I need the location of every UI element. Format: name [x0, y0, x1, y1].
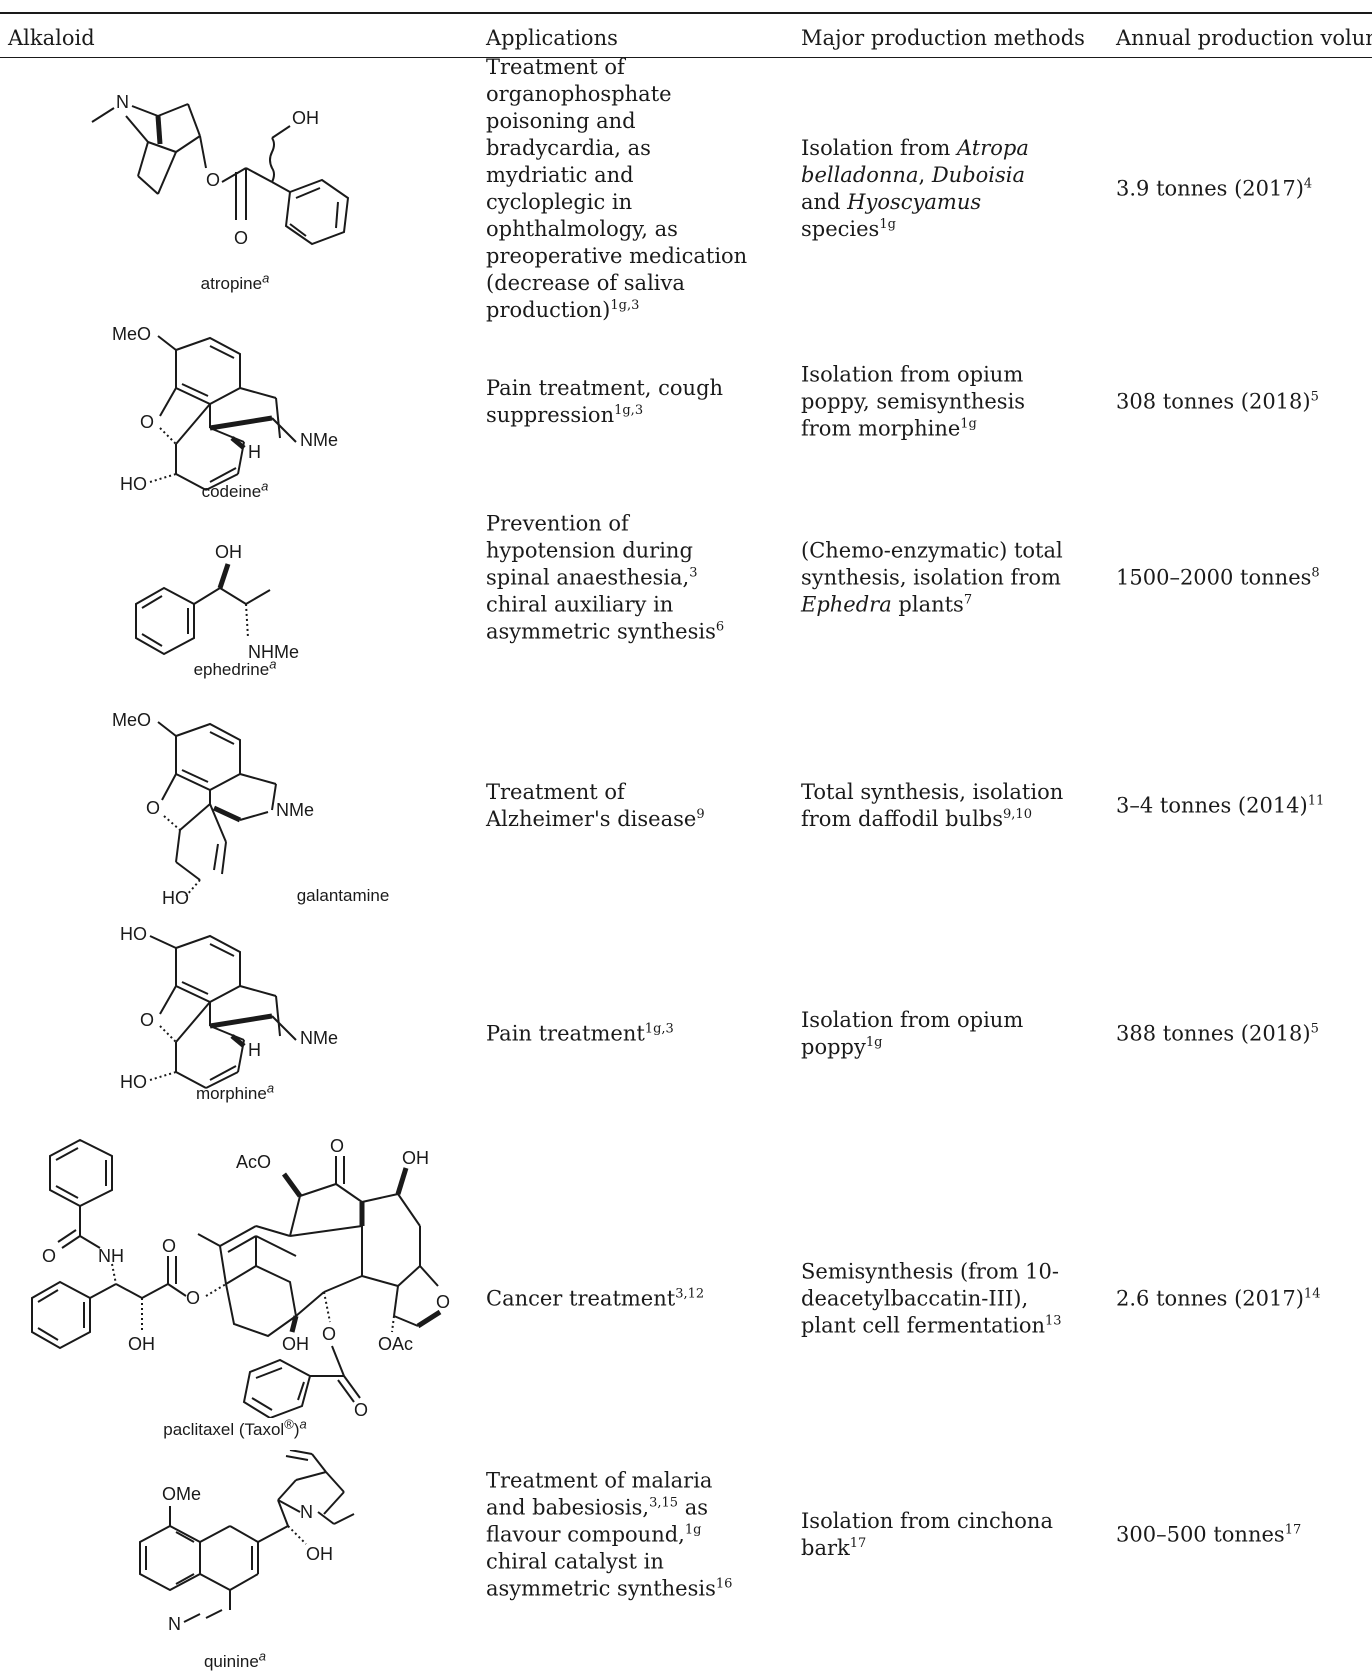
svg-text:O: O [354, 1400, 368, 1418]
svg-text:NH: NH [98, 1246, 124, 1266]
table-top-rule [0, 12, 1372, 14]
paclitaxel-structure-svg: O NH OH O O [31, 1136, 450, 1418]
svg-text:O: O [436, 1292, 450, 1312]
quinine-structure: OMe N OH N [0, 1450, 470, 1675]
methods-ephedrine: (Chemo-enzymatic) total synthesis, isola… [801, 538, 1063, 617]
svg-text:O: O [330, 1136, 344, 1156]
svg-text:NMe: NMe [300, 1028, 338, 1048]
table-row-paclitaxel: O NH OH O O [0, 1136, 1372, 1446]
svg-text:OH: OH [282, 1334, 309, 1354]
svg-text:OH: OH [215, 542, 242, 562]
table-row-ephedrine: OH NHMe ephedrinea Prevention of hypoten… [0, 512, 1372, 700]
applications-quinine: Treatment of malaria and babesiosis,3,15… [486, 1468, 733, 1601]
header-volume: Annual production volume [1116, 26, 1372, 50]
svg-text:OH: OH [128, 1334, 155, 1354]
galantamine-structure: MeO O NMe HO galantamine [0, 704, 470, 912]
methods-morphine: Isolation from opium poppy1g [801, 1008, 1024, 1059]
applications-atropine: Treatment of organophosphate poisoning a… [486, 55, 748, 322]
table-row-galantamine: MeO O NMe HO galantamine Treatment of Al… [0, 704, 1372, 912]
applications-morphine: Pain treatment1g,3 [486, 1021, 674, 1046]
svg-text:O: O [140, 412, 154, 432]
svg-text:H: H [248, 442, 261, 462]
volume-galantamine: 3–4 tonnes (2014)11 [1116, 793, 1325, 818]
methods-atropine: Isolation from Atropa belladonna, Dubois… [801, 136, 1029, 241]
svg-text:O: O [146, 798, 160, 818]
volume-morphine: 388 tonnes (2018)5 [1116, 1021, 1319, 1046]
svg-text:O: O [140, 1010, 154, 1030]
codeine-structure-svg: MeO O NMe H HO [112, 324, 338, 494]
compound-name-ephedrine: ephedrinea [193, 656, 277, 679]
applications-ephedrine: Prevention of hypotension during spinal … [486, 511, 725, 644]
compound-name-morphine: morphinea [195, 1080, 275, 1103]
compound-name-atropine: atropinea [200, 270, 270, 293]
svg-text:HO: HO [120, 474, 147, 494]
svg-text:OMe: OMe [162, 1484, 201, 1504]
compound-name-codeine: codeinea [201, 478, 269, 501]
svg-text:AcO: AcO [236, 1152, 271, 1172]
svg-text:HO: HO [162, 888, 189, 908]
volume-ephedrine: 1500–2000 tonnes8 [1116, 565, 1320, 590]
svg-text:N: N [168, 1614, 181, 1634]
applications-galantamine: Treatment of Alzheimer's disease9 [486, 780, 705, 831]
header-applications: Applications [486, 26, 618, 50]
methods-paclitaxel: Semisynthesis (from 10-deacetylbaccatin-… [801, 1259, 1062, 1338]
svg-text:H: H [248, 1040, 261, 1060]
svg-text:OH: OH [306, 1544, 333, 1564]
applications-paclitaxel: Cancer treatment3,12 [486, 1286, 705, 1311]
atropine-structure: N O O OH atr [0, 64, 470, 314]
galantamine-structure-svg: MeO O NMe HO [112, 710, 314, 908]
methods-codeine: Isolation from opium poppy, semisynthesi… [801, 362, 1026, 441]
svg-text:MeO: MeO [112, 324, 151, 344]
table-row-atropine: N O O OH atr [0, 55, 1372, 322]
svg-text:O: O [206, 170, 220, 190]
applications-codeine: Pain treatment, cough suppression1g,3 [486, 376, 724, 427]
svg-text:N: N [116, 92, 129, 112]
header-methods: Major production methods [801, 26, 1085, 50]
volume-atropine: 3.9 tonnes (2017)4 [1116, 176, 1313, 201]
svg-text:O: O [42, 1246, 56, 1266]
table-row-codeine: MeO O NMe H HO codeinea [0, 318, 1372, 530]
svg-text:O: O [162, 1236, 176, 1256]
svg-text:NMe: NMe [276, 800, 314, 820]
svg-text:OH: OH [402, 1148, 429, 1168]
svg-text:MeO: MeO [112, 710, 151, 730]
svg-text:O: O [186, 1288, 200, 1308]
volume-paclitaxel: 2.6 tonnes (2017)14 [1116, 1286, 1321, 1311]
volume-codeine: 308 tonnes (2018)5 [1116, 389, 1319, 414]
svg-text:N: N [300, 1502, 313, 1522]
table-row-morphine: HO O NMe H HO morphinea [0, 916, 1372, 1130]
compound-name-paclitaxel: paclitaxel (Taxol®)a [163, 1416, 307, 1439]
table-row-quinine: OMe N OH N [0, 1450, 1372, 1675]
svg-text:HO: HO [120, 1072, 147, 1092]
svg-text:OH: OH [292, 108, 319, 128]
compound-name-galantamine: galantamine [296, 886, 390, 905]
methods-galantamine: Total synthesis, isolation from daffodil… [801, 780, 1064, 831]
ephedrine-structure: OH NHMe ephedrinea [0, 534, 470, 700]
morphine-structure-svg: HO O NMe H HO [120, 924, 338, 1092]
svg-text:O: O [322, 1324, 336, 1344]
paclitaxel-structure: O NH OH O O [0, 1136, 470, 1446]
header-alkaloid: Alkaloid [8, 26, 95, 50]
svg-text:O: O [234, 228, 248, 248]
compound-name-quinine: quininea [203, 1648, 267, 1671]
quinine-structure-svg: OMe N OH N [139, 1450, 355, 1634]
morphine-structure: HO O NMe H HO morphinea [0, 916, 470, 1130]
methods-quinine: Isolation from cinchona bark17 [801, 1509, 1053, 1560]
codeine-structure: MeO O NMe H HO codeinea [0, 318, 470, 530]
svg-text:NHMe: NHMe [248, 642, 299, 662]
svg-text:HO: HO [120, 924, 147, 944]
table-header-rule [0, 57, 1372, 58]
atropine-structure-svg: N O O OH [91, 92, 350, 248]
volume-quinine: 300–500 tonnes17 [1116, 1522, 1302, 1547]
ephedrine-structure-svg: OH NHMe [135, 542, 299, 662]
svg-text:NMe: NMe [300, 430, 338, 450]
svg-text:OAc: OAc [378, 1334, 413, 1354]
